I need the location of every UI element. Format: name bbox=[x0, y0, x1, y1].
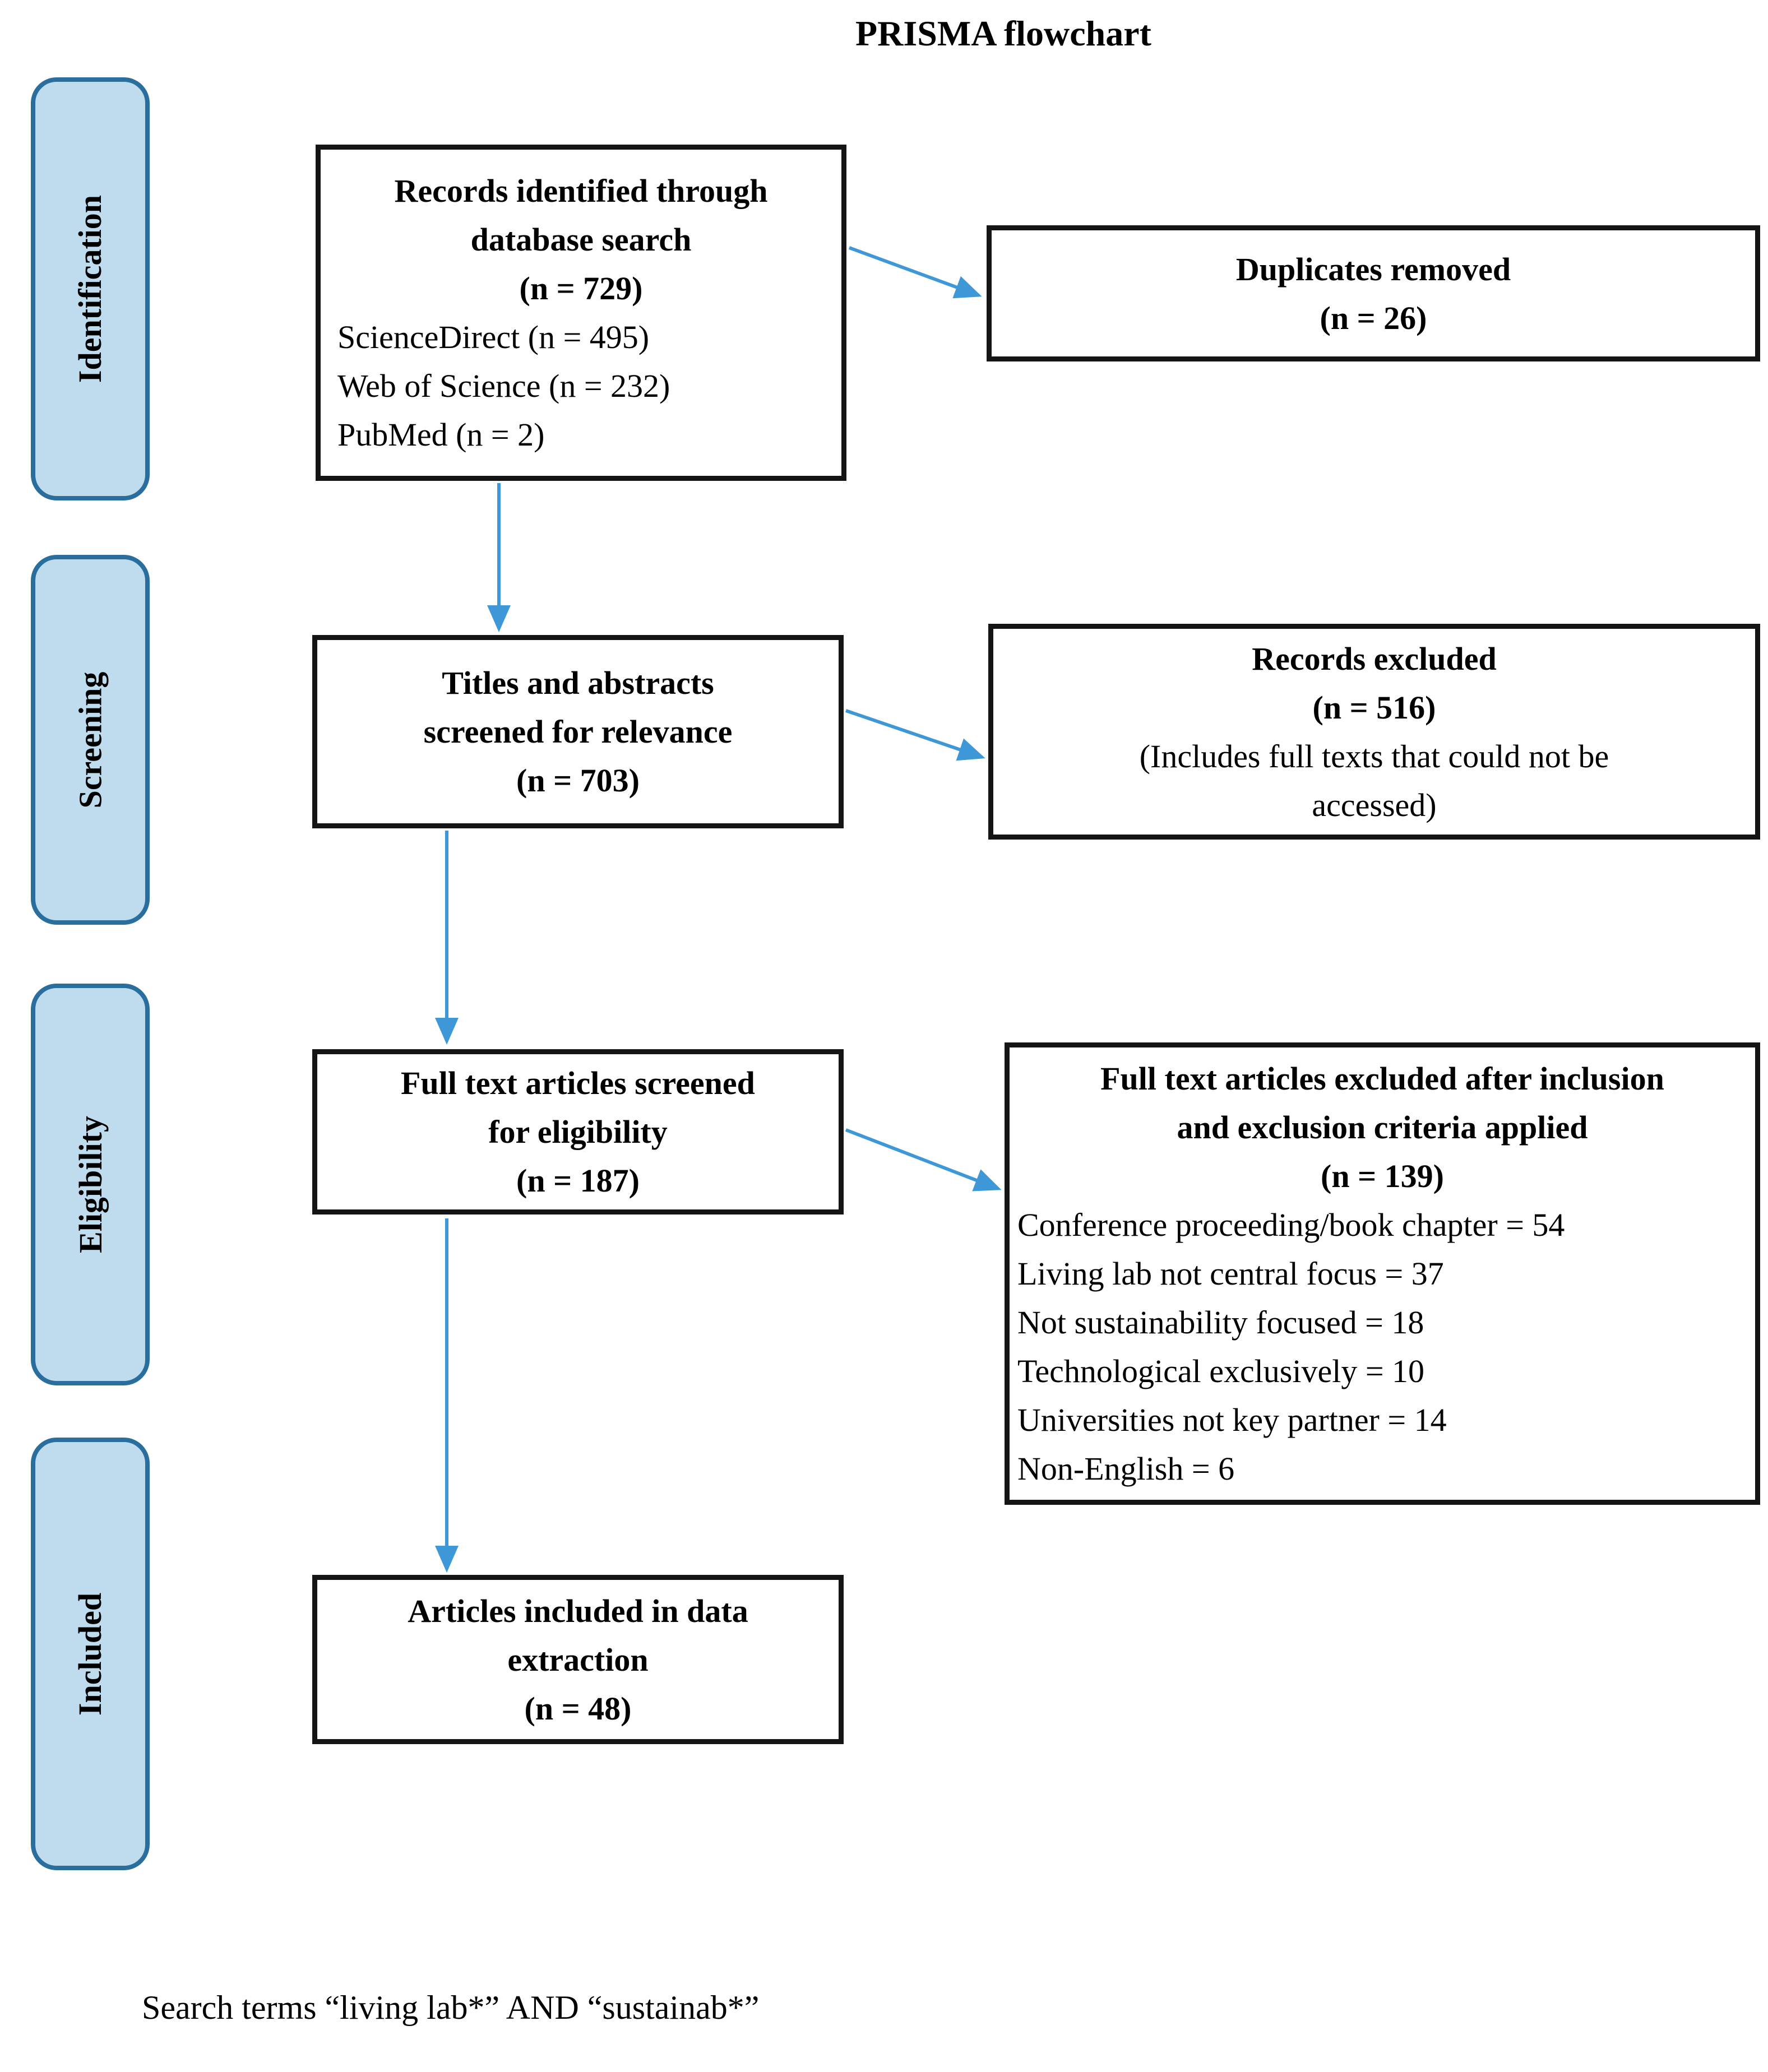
box-titles-abstracts-screened: Titles and abstracts screened for releva… bbox=[312, 635, 844, 828]
stage-included: Included bbox=[31, 1438, 150, 1870]
arrow-right-icon bbox=[845, 1128, 1002, 1192]
text-line: (n = 26) bbox=[1320, 299, 1427, 336]
box-fulltext-excluded: Full text articles excluded after inclus… bbox=[1005, 1042, 1760, 1505]
text-line: Full text articles excluded after inclus… bbox=[1100, 1060, 1664, 1097]
text-line: PubMed (n = 2) bbox=[337, 416, 545, 453]
text-line: Full text articles screened bbox=[401, 1065, 755, 1101]
text-line: Articles included in data bbox=[408, 1592, 748, 1629]
text-line: (n = 703) bbox=[516, 762, 640, 799]
text-line: Universities not key partner = 14 bbox=[1017, 1402, 1447, 1438]
arrow-right-icon bbox=[845, 709, 985, 761]
box-records-excluded: Records excluded (n = 516) (Includes ful… bbox=[988, 624, 1760, 840]
text-line: (Includes full texts that could not be bbox=[1139, 738, 1609, 775]
stage-identification: Identification bbox=[31, 77, 150, 500]
text-line: Web of Science (n = 232) bbox=[337, 368, 670, 404]
box-records-identified: Records identified through database sear… bbox=[316, 145, 846, 481]
text-line: Records identified through bbox=[394, 173, 768, 209]
stage-included-label: Included bbox=[72, 1592, 109, 1716]
box-fulltext-screened: Full text articles screened for eligibil… bbox=[312, 1049, 844, 1215]
text-line: screened for relevance bbox=[423, 713, 733, 750]
stage-screening: Screening bbox=[31, 555, 150, 925]
text-line: database search bbox=[470, 221, 692, 258]
arrow-right-icon bbox=[848, 246, 982, 299]
stage-eligibility-label: Eligibility bbox=[72, 1116, 109, 1253]
text-line: Not sustainability focused = 18 bbox=[1017, 1304, 1424, 1341]
text-line: Living lab not central focus = 37 bbox=[1017, 1255, 1444, 1292]
text-line: (n = 729) bbox=[519, 270, 643, 307]
text-line: Conference proceeding/book chapter = 54 bbox=[1017, 1207, 1565, 1243]
text-line: (n = 516) bbox=[1312, 689, 1436, 726]
box-duplicates-removed: Duplicates removed (n = 26) bbox=[987, 225, 1760, 361]
text-line: ScienceDirect (n = 495) bbox=[337, 319, 650, 355]
text-line: Records excluded bbox=[1252, 640, 1497, 677]
text-line: Duplicates removed bbox=[1235, 251, 1511, 288]
stage-identification-label: Identification bbox=[72, 194, 109, 383]
text-line: Titles and abstracts bbox=[442, 665, 714, 701]
text-line: extraction bbox=[507, 1641, 649, 1678]
text-line: (n = 139) bbox=[1321, 1158, 1444, 1194]
text-line: (n = 48) bbox=[524, 1690, 632, 1727]
stage-eligibility: Eligibility bbox=[31, 984, 150, 1385]
stage-screening-label: Screening bbox=[72, 671, 109, 808]
search-terms-note: Search terms “living lab*” AND “sustaina… bbox=[142, 1989, 760, 2026]
text-line: (n = 187) bbox=[516, 1162, 640, 1199]
box-articles-included: Articles included in data extraction (n … bbox=[312, 1575, 844, 1744]
text-line: Non-English = 6 bbox=[1017, 1450, 1235, 1487]
text-line: for eligibility bbox=[488, 1114, 668, 1150]
text-line: Technological exclusively = 10 bbox=[1017, 1353, 1425, 1389]
text-line: accessed) bbox=[1312, 786, 1437, 823]
page-title: PRISMA flowchart bbox=[855, 13, 1151, 53]
text-line: and exclusion criteria applied bbox=[1177, 1109, 1588, 1146]
